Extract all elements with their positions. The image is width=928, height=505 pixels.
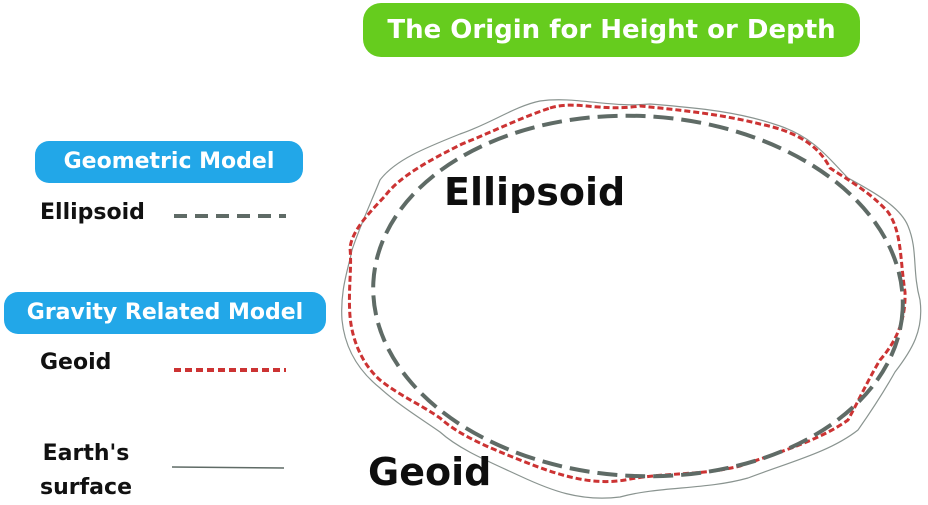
legend-earth-line (171, 466, 285, 469)
legend-ellipsoid-label: Ellipsoid (40, 200, 145, 225)
geometric-model-header: Geometric Model (35, 141, 303, 183)
geoid-curve (347, 103, 907, 484)
diagram-title: The Origin for Height or Depth (363, 3, 860, 57)
diagram-ellipsoid-label: Ellipsoid (444, 170, 626, 214)
gravity-model-header: Gravity Related Model (4, 292, 326, 334)
legend-earth-surface-label: Earth's surface (40, 441, 132, 500)
earth-surface-outline (341, 99, 922, 499)
ellipsoid-curve (371, 113, 905, 479)
legend-geoid-label: Geoid (40, 350, 112, 375)
diagram-geoid-label: Geoid (368, 450, 492, 494)
